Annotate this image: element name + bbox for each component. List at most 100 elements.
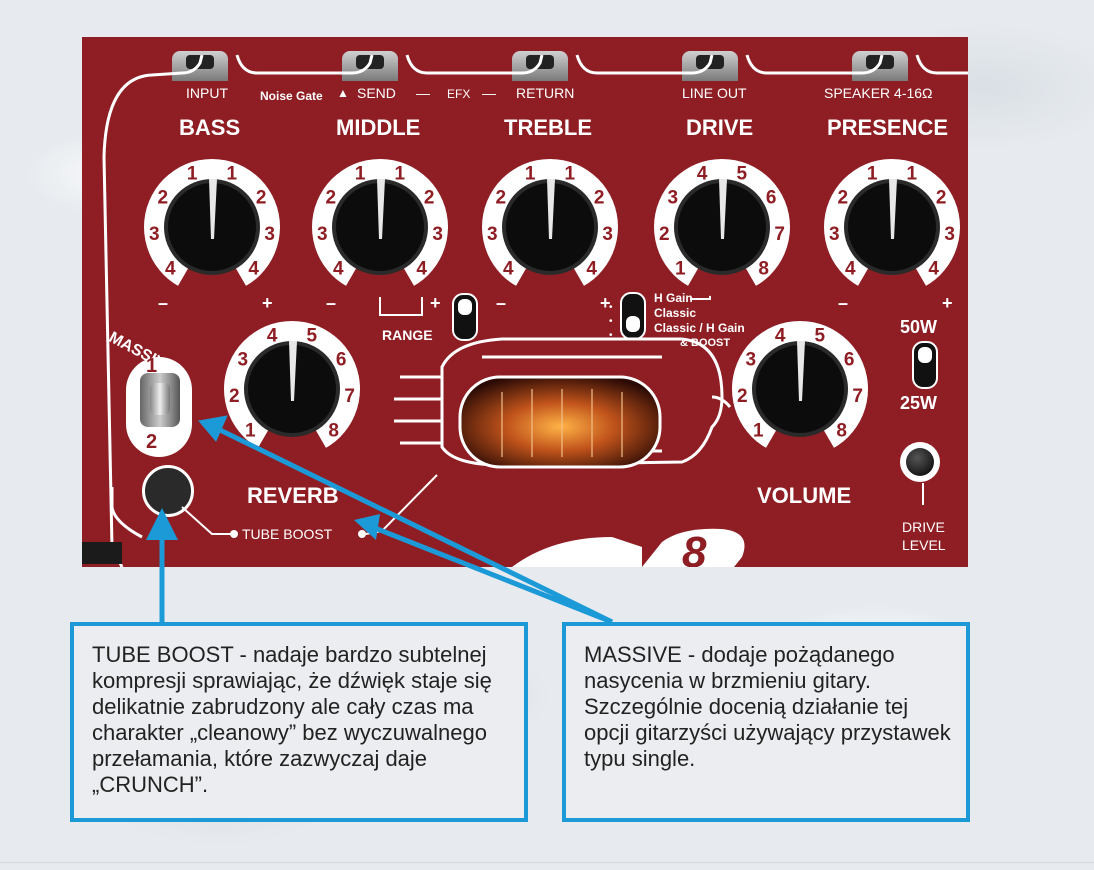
presence-scale-label: 2 (936, 187, 947, 208)
middle-minus-label: – (326, 293, 336, 313)
treble-scale-label: 4 (586, 258, 597, 279)
reverb-scale-label: 3 (238, 349, 249, 370)
bass-scale-label: 1 (227, 163, 238, 184)
reverb-scale-label: 2 (229, 386, 240, 407)
volume-scale-label: 4 (775, 325, 786, 346)
treble-pointer (547, 179, 555, 239)
middle-scale-label: 3 (317, 224, 328, 245)
bass-label: BASS (179, 115, 241, 140)
reverb-scale-label: 4 (267, 325, 278, 346)
send-label: SEND (357, 85, 396, 101)
triangle-icon: ▲ (337, 86, 349, 100)
presence-pointer (889, 179, 897, 239)
middle-scale-label: 1 (355, 163, 366, 184)
amp-front-panel: INPUT Noise Gate ▲ SEND — EFX — RETURN L… (82, 37, 968, 567)
treble-scale-label: 4 (503, 258, 514, 279)
drive-scale-label: 8 (758, 258, 769, 279)
bass-pointer (209, 179, 217, 239)
massive-callout-text: MASSIVE - dodaje pożądanego nasycenia w … (584, 642, 951, 771)
mode-toggle-switch[interactable] (620, 292, 646, 340)
speaker-jack[interactable] (852, 51, 908, 81)
knob-layer: 12341234–+12341234–+12341234–+5678432112… (144, 159, 960, 459)
noise-gate-label: Noise Gate (260, 89, 323, 103)
treble-minus-label: – (496, 293, 506, 313)
line-out-label: LINE OUT (682, 85, 747, 101)
reverb-pointer (289, 341, 297, 401)
treble-scale-label: 2 (594, 187, 605, 208)
drive-level-label-2: LEVEL (902, 537, 946, 553)
drive-scale-label: 5 (737, 163, 748, 184)
middle-scale-label: 4 (333, 258, 344, 279)
volume-scale-label: 1 (753, 420, 764, 441)
power-toggle-switch[interactable] (912, 341, 938, 389)
panel-graphics (102, 54, 968, 567)
bass-scale-label: 3 (149, 224, 160, 245)
treble-scale-label: 1 (565, 163, 576, 184)
massive-pos1-label: 1 (146, 355, 158, 377)
bass-plus-label: + (262, 293, 273, 313)
massive-toggle-lever (150, 383, 170, 415)
volume-scale-label: 2 (737, 386, 748, 407)
logo-digit: 8 (682, 528, 707, 567)
mode-hgain-label: H Gain (654, 291, 693, 305)
drive-level-label-1: DRIVE (902, 519, 945, 535)
presence-minus-label: – (838, 293, 848, 313)
volume-scale-label: 3 (746, 349, 757, 370)
treble-scale-label: 3 (487, 224, 498, 245)
mode-dots-icon: ••• (609, 302, 613, 341)
volume-pointer (797, 341, 805, 401)
tube-boost-callout: TUBE BOOST - nadaje bardzo subtelnej kom… (70, 622, 528, 822)
range-label: RANGE (382, 327, 433, 343)
efx-label: EFX (447, 87, 471, 101)
brand-logo: 8 (512, 528, 745, 567)
massive-toggle-switch[interactable] (140, 373, 180, 427)
reverb-scale-label: 6 (336, 349, 347, 370)
drive-scale-label: 2 (659, 224, 670, 245)
drive-scale-label: 4 (697, 163, 708, 184)
return-jack[interactable] (512, 51, 568, 81)
drive-label: DRIVE (686, 115, 754, 140)
treble-scale-label: 3 (602, 224, 613, 245)
presence-scale-label: 4 (845, 258, 856, 279)
mode-classic-label: Classic (654, 306, 697, 320)
middle-scale-label: 3 (432, 224, 443, 245)
middle-scale-label: 2 (326, 187, 337, 208)
massive-pos2-label: 2 (146, 431, 158, 453)
bottom-divider (0, 862, 1094, 863)
drive-scale-label: 1 (675, 258, 686, 279)
presence-plus-label: + (942, 293, 953, 313)
presence-scale-label: 4 (928, 258, 939, 279)
volume-label: VOLUME (757, 483, 852, 508)
dash-icon: — (416, 85, 430, 101)
return-label: RETURN (516, 85, 575, 101)
drive-level-trim[interactable] (900, 442, 940, 482)
treble-scale-label: 1 (525, 163, 536, 184)
middle-label: MIDDLE (336, 115, 421, 140)
input-jack[interactable] (172, 51, 228, 81)
tube-boost-callout-text: TUBE BOOST - nadaje bardzo subtelnej kom… (92, 642, 492, 797)
presence-scale-label: 1 (867, 163, 878, 184)
drive-scale-label: 6 (766, 187, 777, 208)
treble-scale-label: 2 (496, 187, 507, 208)
mode-toggle-lever (626, 316, 640, 332)
massive-callout: MASSIVE - dodaje pożądanego nasycenia w … (562, 622, 970, 822)
middle-scale-label: 1 (395, 163, 406, 184)
panel-corner-sticker (82, 542, 122, 564)
mode-classic-hgain-label: Classic / H Gain (654, 321, 745, 335)
input-label: INPUT (186, 85, 228, 101)
volume-scale-label: 5 (815, 325, 826, 346)
bass-minus-label: – (158, 293, 168, 313)
range-toggle-switch[interactable] (452, 293, 478, 341)
treble-plus-label: + (600, 293, 611, 313)
dash-icon: — (482, 85, 496, 101)
presence-scale-label: 3 (829, 224, 840, 245)
treble-label: TREBLE (504, 115, 592, 140)
power-toggle-lever (918, 347, 932, 363)
